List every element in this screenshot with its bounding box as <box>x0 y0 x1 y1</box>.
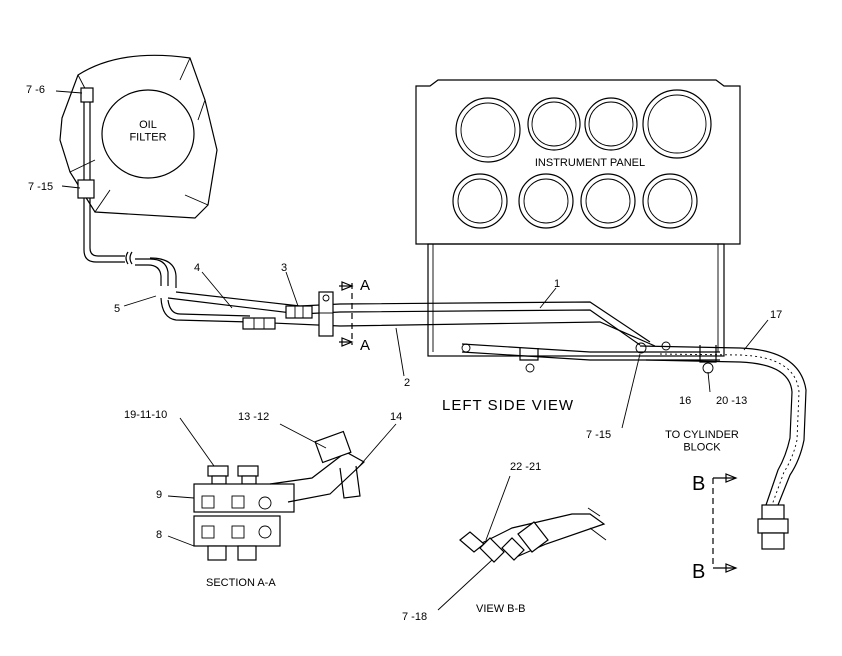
callout-9: 9 <box>156 489 162 501</box>
hose-17 <box>639 345 807 550</box>
callout-labels: 7 -6 7 -15 4 3 5 1 2 17 16 20 -13 7 -15 … <box>26 84 782 623</box>
callout-13-12: 13 -12 <box>238 411 269 423</box>
section-a-top-marker: A <box>360 277 371 294</box>
callout-14: 14 <box>390 411 402 423</box>
section-a-bottom-marker: A <box>360 337 371 354</box>
section-aa-detail <box>193 430 366 561</box>
section-b-top-marker: B <box>692 473 706 495</box>
callout-20-13: 20 -13 <box>716 395 747 407</box>
callout-19-11-10: 19-11-10 <box>124 409 167 421</box>
oil-filter-text: OIL <box>139 119 157 131</box>
tube-runs <box>160 291 720 373</box>
leader-lines <box>55 90 769 611</box>
instrument-panel: INSTRUMENT PANEL <box>415 79 741 357</box>
section-b-bottom-marker: B <box>692 561 706 583</box>
callout-7-15-mid: 7 -15 <box>586 429 611 441</box>
callout-3: 3 <box>281 262 287 274</box>
section-aa-label: SECTION A-A <box>206 577 276 589</box>
callout-16: 16 <box>679 395 691 407</box>
instrument-panel-label: INSTRUMENT PANEL <box>535 157 645 169</box>
callout-22-21: 22 -21 <box>510 461 541 473</box>
oil-filter-text-line-2: FILTER <box>129 132 166 144</box>
callout-4: 4 <box>194 262 200 274</box>
left-side-view-label: LEFT SIDE VIEW <box>442 397 574 414</box>
callout-2: 2 <box>404 377 410 389</box>
callout-1: 1 <box>554 278 560 290</box>
callout-7-6: 7 -6 <box>26 84 45 96</box>
view-bb-detail <box>459 507 607 563</box>
callout-7-15-top: 7 -15 <box>28 181 53 193</box>
view-bb-label: VIEW B-B <box>476 603 526 615</box>
to-cylinder-block-text-line-2: BLOCK <box>683 442 721 454</box>
callout-7-18: 7 -18 <box>402 611 427 623</box>
section-markers: A A B B <box>339 277 738 583</box>
callout-17: 17 <box>770 309 782 321</box>
callout-8: 8 <box>156 529 162 541</box>
callout-5: 5 <box>114 303 120 315</box>
to-cylinder-block-text: TO CYLINDER <box>665 429 739 441</box>
